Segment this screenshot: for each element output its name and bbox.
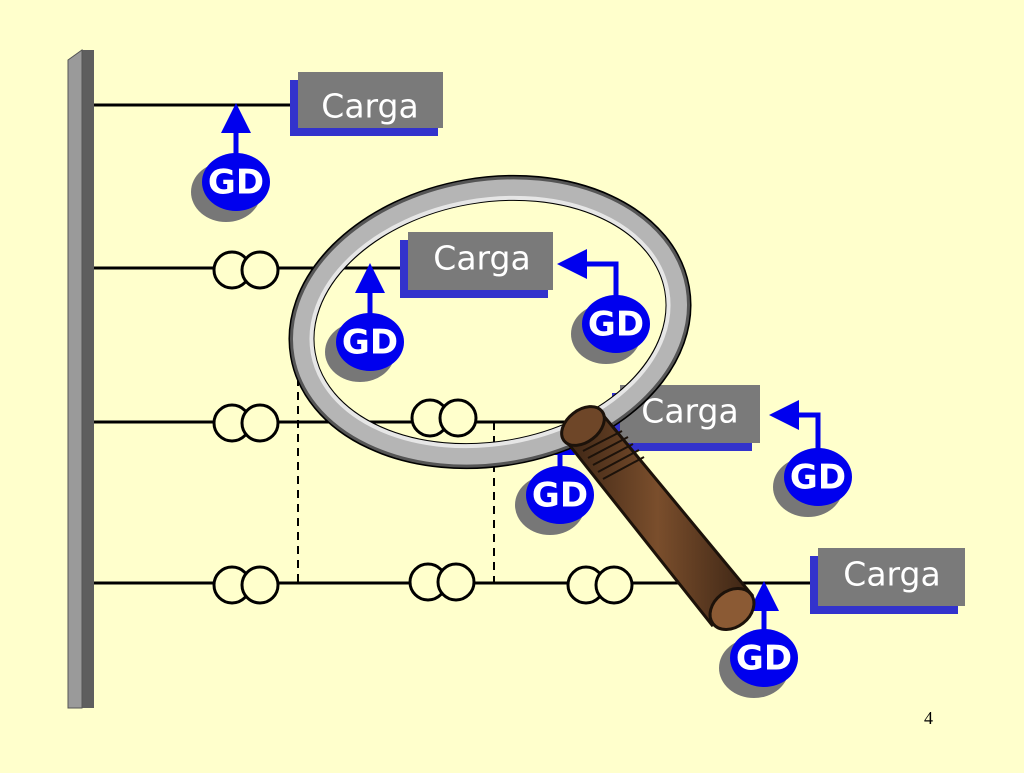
load-box: Carga — [290, 72, 443, 136]
arrow-left-icon — [557, 249, 619, 300]
generator-badge: GD — [719, 629, 798, 698]
transformer-icon — [566, 565, 634, 605]
transformers — [212, 250, 634, 605]
gen-label: GD — [736, 639, 792, 679]
gen-label: GD — [342, 323, 398, 363]
load-label: Carga — [433, 239, 530, 278]
transformer-icon — [212, 250, 280, 290]
arrow-left-icon — [769, 400, 821, 455]
load-box: Carga — [400, 232, 553, 298]
transformer-icon — [408, 562, 476, 602]
generator-badge: GD — [325, 313, 404, 382]
transformer-icon — [410, 398, 478, 438]
load-label: Carga — [641, 392, 738, 431]
transformer-icon — [212, 403, 280, 443]
generator-badge: GD — [191, 153, 270, 222]
page-number: 4 — [924, 708, 933, 728]
generator-badge: GD — [515, 466, 594, 535]
gen-label: GD — [208, 163, 264, 203]
gen-label: GD — [790, 458, 846, 498]
gen-label: GD — [532, 476, 588, 516]
load-label: Carga — [321, 87, 418, 126]
load-box: Carga — [810, 548, 965, 614]
generator-badge: GD — [773, 448, 852, 517]
busbar — [67, 49, 94, 709]
magnifying-glass-icon — [288, 174, 756, 631]
magnifier-handle — [560, 405, 756, 631]
load-label: Carga — [843, 555, 940, 594]
generator-badge: GD — [571, 295, 650, 364]
dashed-ties — [297, 350, 495, 583]
transformer-icon — [212, 565, 280, 605]
gen-label: GD — [588, 305, 644, 345]
